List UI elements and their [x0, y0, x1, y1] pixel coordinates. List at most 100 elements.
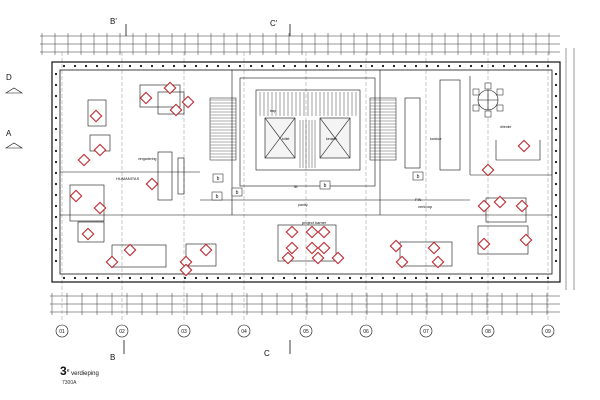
grid-bubble-02: [115, 324, 129, 338]
section-mark-c-top: C': [270, 19, 291, 36]
grid-bubble-label-02: 02: [119, 329, 125, 335]
red-chair: [515, 199, 529, 213]
right-rooms: [404, 76, 552, 176]
label-humanitas: HUMANITAS: [116, 176, 140, 181]
grid-bubble-06: [359, 324, 373, 338]
red-chair: [285, 225, 299, 239]
building-core: [239, 77, 376, 187]
red-chair: [519, 233, 533, 247]
red-chair: [69, 189, 83, 203]
svg-text:b: b: [236, 190, 239, 196]
svg-text:b: b: [216, 194, 219, 200]
red-chair: [477, 237, 491, 251]
section-mark-d-left: D: [4, 73, 24, 94]
label-project-room: project kamer: [302, 220, 327, 225]
red-chair: [395, 255, 409, 269]
tag-markers: [211, 171, 424, 201]
grid-bubble-08: [481, 324, 495, 338]
section-mark-a-left: A: [4, 129, 24, 149]
svg-text:B': B': [110, 17, 117, 26]
red-chair: [105, 255, 119, 269]
red-chair: [493, 195, 507, 209]
red-chair: [93, 201, 107, 215]
meeting-chair: [472, 88, 480, 96]
red-chair: [139, 91, 153, 105]
meeting-chairs: [472, 82, 504, 118]
label-lift: lift: [294, 185, 298, 189]
side-stair-treads: [210, 99, 396, 158]
section-mark-b-top: B': [110, 17, 127, 36]
red-chair: [431, 255, 445, 269]
svg-text:B: B: [110, 353, 115, 362]
red-chairs: [69, 81, 533, 277]
meeting-table: [477, 89, 499, 111]
red-chair: [517, 139, 531, 153]
red-chair: [481, 163, 495, 177]
top-dimension-ticks: [41, 33, 550, 55]
meeting-chair: [484, 82, 492, 90]
side-stairs: [209, 97, 397, 161]
red-chair: [317, 241, 331, 255]
red-chair: [305, 241, 319, 255]
facade-columns: [54, 64, 558, 280]
svg-text:D: D: [6, 73, 12, 82]
grid-bubble-label-03: 03: [181, 329, 187, 335]
red-chair: [145, 177, 159, 191]
svg-text:C: C: [264, 349, 270, 358]
meeting-chair: [484, 110, 492, 118]
red-chair: [317, 225, 331, 239]
red-chair: [311, 251, 325, 265]
red-chair: [281, 251, 295, 265]
red-chair: [305, 225, 319, 239]
red-chair: [285, 241, 299, 255]
red-chair: [77, 153, 91, 167]
red-chair: [199, 243, 213, 257]
red-chair: [389, 239, 403, 253]
section-mark-b-bottom: B: [110, 340, 125, 362]
red-chair: [93, 143, 107, 157]
grid-bubble-label-04: 04: [241, 329, 247, 335]
top-dimension-lines: [40, 35, 560, 53]
label-toilet: toilet: [282, 137, 289, 141]
label-verkoop: verkoop: [418, 204, 433, 209]
label-directie: directie: [500, 125, 511, 129]
grid-bubble-07: [419, 324, 433, 338]
meeting-chair: [496, 104, 504, 112]
reception-desk: [157, 151, 185, 201]
svg-text:C': C': [270, 19, 278, 28]
right-dimension-lines: [565, 48, 575, 290]
red-chair: [179, 255, 193, 269]
svg-text:A: A: [6, 129, 12, 138]
grid-bubble-label-06: 06: [363, 329, 369, 335]
grid-bubble-label-05: 05: [303, 329, 309, 335]
grid-bubble-04: [237, 324, 251, 338]
bottom-dimension-ticks: [51, 293, 548, 315]
section-mark-c-bottom: C: [264, 340, 291, 358]
grid-bubble-label-09: 09: [545, 329, 551, 335]
floor-label: verdieping: [71, 371, 99, 377]
grid-bubble-09: [541, 324, 555, 338]
red-chair: [181, 95, 195, 109]
red-chair: [169, 103, 183, 117]
red-chair: [81, 227, 95, 241]
label-keuken: keuken: [326, 137, 337, 141]
grid-bubble-label-08: 08: [485, 329, 491, 335]
red-chair: [163, 81, 177, 95]
grid-bubble-label-07: 07: [423, 329, 429, 335]
label-vergadering: vergadering: [138, 157, 157, 161]
drawing-scale: 7300A: [62, 380, 77, 386]
svg-text:b: b: [417, 174, 420, 180]
red-chair: [477, 199, 491, 213]
floor-title: 3e verdieping: [60, 364, 99, 378]
grid-bubble-05: [299, 324, 313, 338]
stair-treads: [259, 92, 357, 168]
tag-letters: b b b b b: [216, 174, 420, 200]
svg-text:b: b: [217, 176, 220, 182]
meeting-chair: [472, 104, 480, 112]
red-chair: [179, 263, 193, 277]
red-chair: [89, 109, 103, 123]
red-chair: [331, 251, 345, 265]
bottom-dimension-lines: [50, 295, 560, 313]
